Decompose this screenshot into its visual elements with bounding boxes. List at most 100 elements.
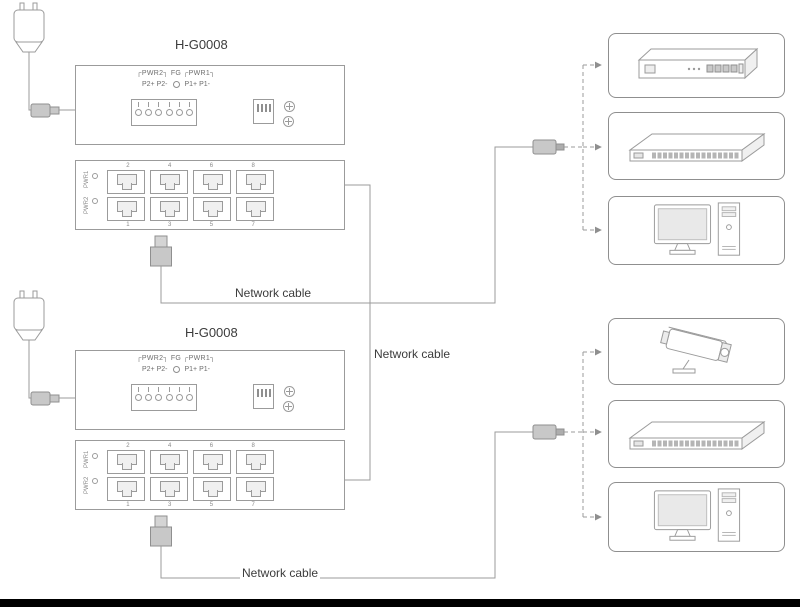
dip-lever	[264, 389, 267, 397]
network-cable-label-3: Network cable	[240, 566, 321, 580]
dip-lever	[264, 104, 267, 112]
led-indicator-icon	[92, 453, 98, 459]
terminal-screw-icon	[155, 387, 163, 401]
port-number: 1	[126, 222, 130, 228]
device2-top-panel: ┌PWR2┐ FG ┌PWR1┐ P2+ P2- P1+ P1-	[75, 350, 345, 430]
rj45-port-icon	[107, 450, 145, 474]
bottom-bar	[0, 599, 800, 607]
port-number: 1	[126, 502, 130, 508]
port-number: 8	[251, 163, 255, 169]
led-indicator-icon	[92, 173, 98, 179]
device2-model-label: H-G0008	[185, 325, 238, 340]
ground-terminal-icon	[172, 366, 180, 373]
terminal-block	[131, 384, 197, 411]
rj45-port-icon	[236, 477, 274, 501]
rj45-port-icon	[150, 477, 188, 501]
rj45-port-grid	[107, 170, 274, 221]
cable-connector-icon-2	[150, 515, 172, 547]
device1-front-panel: PWR1 PWR2 2 4 6 8 1 3 5 7	[75, 160, 345, 230]
rj45-port-icon	[150, 170, 188, 194]
terminal-screw-icon	[185, 387, 193, 401]
device2-front-panel: PWR1 PWR2 2 4 6 8 1 3 5 7	[75, 440, 345, 510]
connected-device-switch-2	[608, 400, 785, 468]
rj45-port-icon	[236, 450, 274, 474]
port-number: 4	[167, 163, 172, 169]
network-cable-label-2: Network cable	[372, 347, 453, 361]
terminal-screw-icon	[165, 387, 173, 401]
p2-terminal-label: P2+ P2-	[142, 81, 168, 88]
rj45-port-icon	[193, 477, 231, 501]
rj45-port-icon	[150, 450, 188, 474]
port-numbers-top: 2 4 6 8	[107, 443, 274, 449]
port-numbers-top: 2 4 6 8	[107, 163, 274, 169]
terminal-sublabel-row: P2+ P2- P1+ P1-	[126, 366, 226, 373]
rj45-port-icon	[193, 170, 231, 194]
screw-icon	[284, 101, 295, 112]
cctv-camera-icon	[637, 326, 757, 378]
switch-icon	[622, 414, 772, 454]
rj45-port-icon	[150, 197, 188, 221]
port-number: 6	[209, 443, 214, 449]
dip-switch-block	[253, 384, 274, 409]
ground-screw-icon	[283, 401, 294, 412]
rj45-port-icon	[107, 170, 145, 194]
led-label-pwr2: PWR2	[84, 196, 90, 214]
connected-device-computer-1	[608, 196, 785, 265]
dip-lever	[260, 389, 263, 397]
cable-connector-icon-1	[150, 235, 172, 267]
terminal-screw-icon	[145, 102, 153, 116]
desktop-computer-icon	[647, 487, 747, 547]
screw-icon	[284, 386, 295, 397]
device1-top-panel: ┌PWR2┐ FG ┌PWR1┐ P2+ P2- P1+ P1-	[75, 65, 345, 145]
terminal-screw-icon	[165, 102, 173, 116]
terminal-screw-icon	[185, 102, 193, 116]
port-numbers-bottom: 1 3 5 7	[107, 222, 274, 228]
dip-lever	[268, 104, 271, 112]
led-label-pwr1: PWR1	[84, 170, 90, 188]
terminal-screw-icon	[155, 102, 163, 116]
terminal-screw-icon	[135, 102, 143, 116]
rj45-port-icon	[193, 197, 231, 221]
device1-model-label: H-G0008	[175, 37, 228, 52]
rj45-port-grid	[107, 450, 274, 501]
dip-lever	[256, 104, 259, 112]
rj45-port-icon	[107, 477, 145, 501]
connected-device-router	[608, 33, 785, 98]
dashed-branch-bottom-group	[564, 348, 602, 521]
dashed-branch-top-group	[564, 61, 602, 234]
dip-switch-block	[253, 99, 274, 124]
connected-device-switch-1	[608, 112, 785, 180]
rj45-port-icon	[193, 450, 231, 474]
led-indicator-icon	[92, 198, 98, 204]
p2-terminal-label: P2+ P2-	[142, 366, 168, 373]
dip-lever	[256, 389, 259, 397]
port-number: 8	[251, 443, 255, 449]
p1-terminal-label: P1+ P1-	[184, 81, 211, 88]
dip-lever	[268, 389, 271, 397]
port-number: 3	[167, 222, 172, 228]
rj45-plug-icon-bottom	[532, 424, 565, 440]
terminal-label-row: ┌PWR2┐ FG ┌PWR1┐	[136, 355, 216, 362]
p1-terminal-label: P1+ P1-	[184, 366, 211, 373]
desktop-computer-icon	[647, 201, 747, 261]
power-adapter-icon-2	[13, 290, 76, 406]
power-adapter-icon-1	[13, 2, 76, 118]
ground-terminal-icon	[172, 81, 180, 88]
connected-device-computer-2	[608, 482, 785, 552]
terminal-screw-icon	[135, 387, 143, 401]
led-label-pwr1: PWR1	[84, 450, 90, 468]
port-number: 7	[251, 222, 255, 228]
terminal-screw-icon	[175, 387, 183, 401]
ground-screw-icon	[283, 116, 294, 127]
terminal-label-row: ┌PWR2┐ FG ┌PWR1┐	[136, 70, 216, 77]
cable-run-device1	[160, 146, 533, 304]
terminal-screw-icon	[175, 102, 183, 116]
connected-device-camera	[608, 318, 785, 385]
rj45-port-icon	[107, 197, 145, 221]
led-indicator-icon	[92, 478, 98, 484]
switch-icon	[622, 126, 772, 166]
port-number: 2	[126, 163, 130, 169]
port-number: 6	[209, 163, 214, 169]
terminal-block	[131, 99, 197, 126]
